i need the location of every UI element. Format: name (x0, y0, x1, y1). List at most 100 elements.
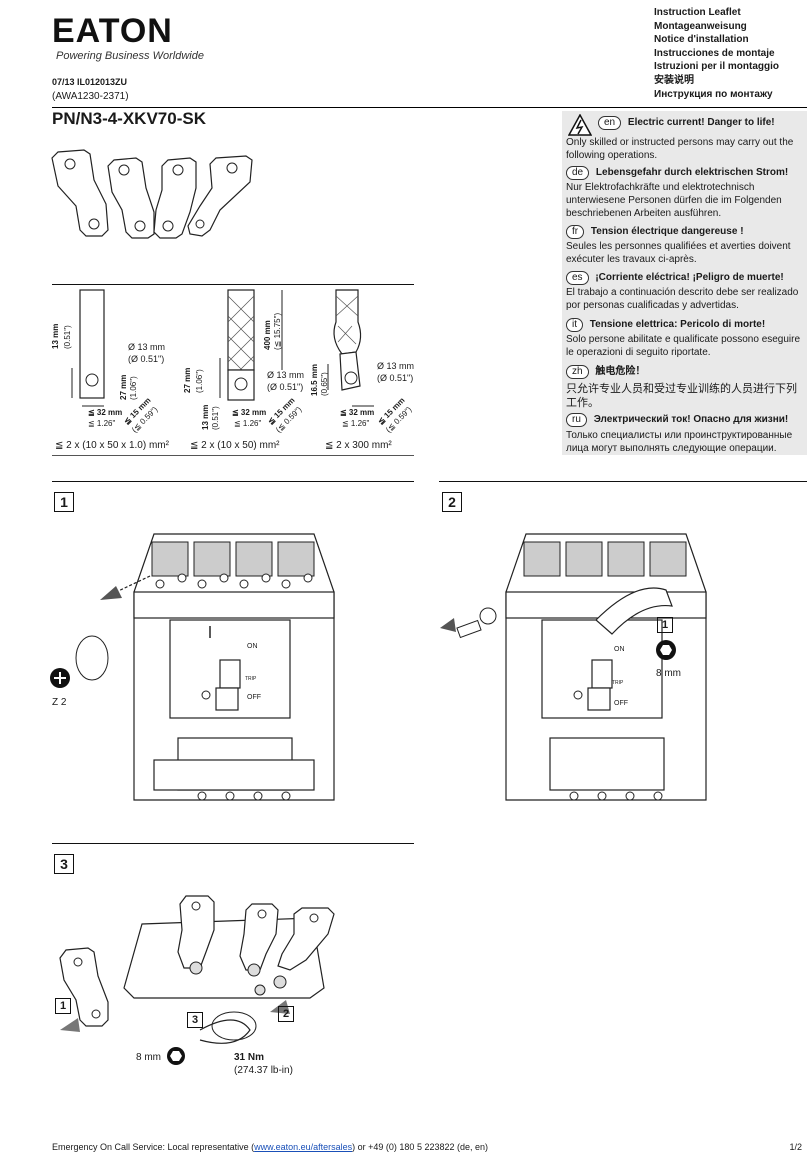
insert-arrow-icon (60, 1018, 80, 1032)
switch-trip-label: TRIP (612, 680, 624, 686)
torque-imperial-label: (274.37 lb-in) (234, 1065, 293, 1076)
tool-label: Z 2 (52, 697, 67, 708)
leaflet-title: Montageanweisung (654, 20, 747, 32)
lang-badge: it (566, 318, 583, 332)
step3-rule (52, 843, 414, 844)
connector-part (107, 157, 155, 239)
warning-heading: Tension électrique dangereuse ! (590, 226, 744, 237)
rotate-arrow-icon (75, 635, 109, 681)
connector-part (239, 903, 279, 971)
dim-label: (1.06") (195, 369, 204, 393)
warning-it-head: it Tensione elettrica: Pericolo di morte… (566, 318, 806, 332)
switch-off-label: OFF (614, 700, 628, 707)
warning-es-head: es ¡Corriente eléctrica! ¡Peligro de mue… (566, 271, 806, 285)
eaton-logo: EATON (52, 12, 173, 50)
dim-label: ≦ 32 mm (232, 408, 267, 417)
aftersales-link[interactable]: www.eaton.eu/aftersales (254, 1142, 353, 1152)
dim-label: 400 mm (263, 320, 272, 350)
torque-label: 31 Nm (234, 1052, 265, 1063)
dim-label: (≦ 15.75") (273, 312, 282, 350)
dim-label: ≦ 1.26" (342, 419, 370, 428)
warning-heading: Tensione elettrica: Pericolo di morte! (589, 319, 766, 330)
spec-caption: ≦ 2 x (10 x 50 x 1.0) mm² (55, 440, 169, 451)
connector-part (51, 149, 109, 237)
dim-label: 16.5 mm (310, 363, 319, 396)
document-code: 07/13 IL012013ZU (52, 77, 128, 87)
dim-label: (0.51") (63, 325, 72, 349)
footer-prefix: Emergency On Call Service: Local represe… (52, 1142, 255, 1152)
dim-label: (1.06") (129, 376, 138, 400)
warning-heading: Electric current! Danger to life! (627, 117, 775, 128)
leaflet-title: Istruzioni per il montaggio (654, 61, 779, 73)
lang-badge: zh (566, 365, 589, 379)
dim-label: (Ø 0.51") (377, 373, 414, 383)
warning-body: 只允许专业人员和受过专业训练的人员进行下列工作。 (566, 383, 797, 409)
warning-heading: ¡Corriente eléctrica! ¡Peligro de muerte… (595, 272, 784, 283)
screw-part (456, 619, 482, 639)
lightning-warning-icon (568, 114, 592, 136)
conductor-dimension-diagrams (71, 289, 374, 407)
leaflet-title: Инструкция по монтажу (654, 88, 773, 100)
dim-label: Ø 13 mm (128, 342, 166, 352)
cable-shape (333, 289, 362, 355)
leaflet-title: 安装说明 (654, 74, 694, 86)
lang-badge: de (566, 166, 590, 180)
dim-label: 27 mm (183, 367, 192, 393)
dim-label: ≦ 1.26" (234, 419, 262, 428)
awa-number: (AWA1230-2371) (52, 91, 129, 102)
wrench-icon (199, 1019, 251, 1044)
warning-de-head: de Lebensgefahr durch elektrischen Strom… (566, 166, 806, 180)
callout-1: 1 (55, 998, 71, 1014)
leaflet-title: Notice d'installation (654, 34, 749, 46)
callout-3: 3 (187, 1012, 203, 1028)
dim-label: (Ø 0.51") (267, 382, 304, 392)
warning-body: Solo persone abilitate e qualificate pos… (566, 334, 801, 358)
dim-label: 13 mm (51, 323, 60, 349)
dim-label: 13 mm (201, 404, 210, 430)
dim-label: Ø 13 mm (267, 370, 305, 380)
warning-zh-head: zh 触电危险！ (566, 365, 806, 379)
washer-part (479, 607, 497, 625)
page-number: 1/2 (789, 1142, 802, 1152)
warning-body: El trabajo a continuación descrito debe … (566, 287, 799, 311)
dim-label: ≦ 1.26" (88, 419, 116, 428)
connector-part (59, 947, 109, 1027)
switch-off-label: OFF (247, 694, 261, 701)
lang-badge: es (566, 271, 589, 285)
leaflet-titles: Instruction Leaflet Montageanweisung Not… (654, 6, 794, 101)
switch-on-label: ON (614, 646, 625, 653)
step2-illustration (440, 533, 707, 801)
warning-ru-head: ru Электрический ток! Опасно для жизни! (566, 413, 806, 427)
dim-label: (Ø 0.51") (128, 354, 165, 364)
connector-part (177, 895, 215, 969)
step-number-3: 3 (54, 854, 74, 874)
header-rule (52, 107, 807, 108)
step1-rule (52, 481, 414, 482)
footer-suffix: ) or +49 (0) 180 5 223822 (de, en) (352, 1142, 488, 1152)
warning-en-head: en Electric current! Danger to life! (598, 116, 808, 130)
step-number-1: 1 (54, 492, 74, 512)
warning-body: Только специалисты или проинструктирован… (566, 430, 793, 454)
warning-heading: Lebensgefahr durch elektrischen Strom! (595, 167, 789, 178)
footer-text: Emergency On Call Service: Local represe… (52, 1142, 488, 1152)
connector-set-illustration (51, 149, 253, 239)
leaflet-title: Instrucciones de montaje (654, 47, 775, 59)
lang-badge: fr (566, 225, 585, 239)
warning-panel: en Electric current! Danger to life! Onl… (562, 111, 807, 455)
step1-illustration (50, 533, 335, 801)
warning-heading: 触电危险！ (595, 366, 646, 377)
spec-caption-rule (52, 455, 414, 456)
braided-conductor (227, 289, 255, 371)
page-title: PN/N3-4-XKV70-SK (52, 109, 206, 128)
step2-rule (439, 481, 807, 482)
tagline: Powering Business Worldwide (56, 50, 204, 62)
switch-on-label: ON (247, 643, 258, 650)
lang-badge: ru (566, 413, 587, 427)
removal-arrow-icon (440, 618, 456, 632)
dim-label: (0.51") (211, 406, 220, 430)
spec-section-rule (52, 284, 414, 285)
switch-trip-label: TRIP (245, 676, 257, 682)
warning-heading: Электрический ток! Опасно для жизни! (593, 414, 789, 425)
removal-arrow-icon (100, 586, 122, 600)
warning-body: Nur Elektrofachkräfte und elektrotechnis… (566, 182, 782, 219)
